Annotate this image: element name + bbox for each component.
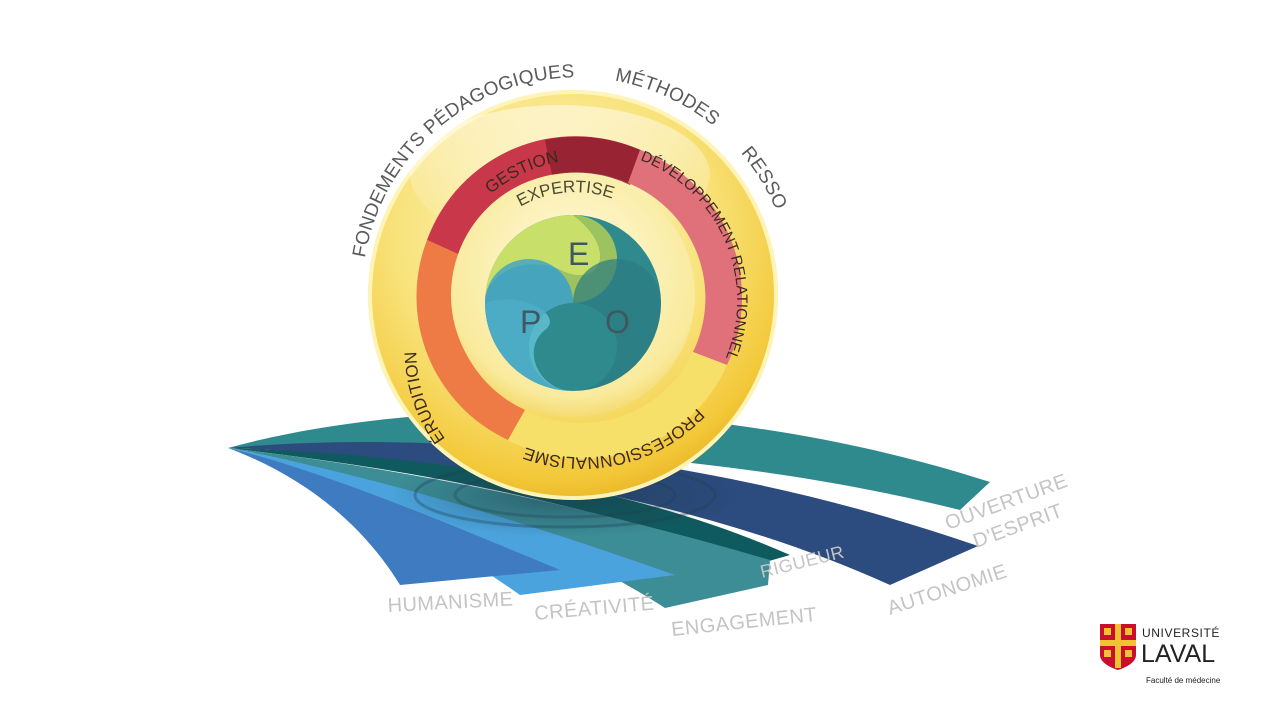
core-letter-o: O [605,304,630,340]
ring-erudition [416,240,525,440]
brand-main: LAVAL [1141,640,1215,668]
brand-sub: Faculté de médecine [1146,676,1221,685]
core-letter-p: P [520,304,541,340]
universite-laval-logo: UNIVERSITÉ LAVAL Faculté de médecine [1100,624,1221,685]
shield-icon [1100,624,1136,670]
brand-top: UNIVERSITÉ [1142,625,1220,640]
core-swirl [485,215,661,391]
ring-professionnalisme [508,352,727,459]
core-letter-e: E [568,236,589,272]
value-engagement: ENGAGEMENT [670,604,818,641]
ribbon-humanisme [228,448,560,585]
value-humanisme: HUMANISME [387,588,514,617]
ribbon-ouverture [228,411,990,510]
ring-developpement [628,150,743,365]
value-creativite: CRÉATIVITÉ [533,592,655,625]
